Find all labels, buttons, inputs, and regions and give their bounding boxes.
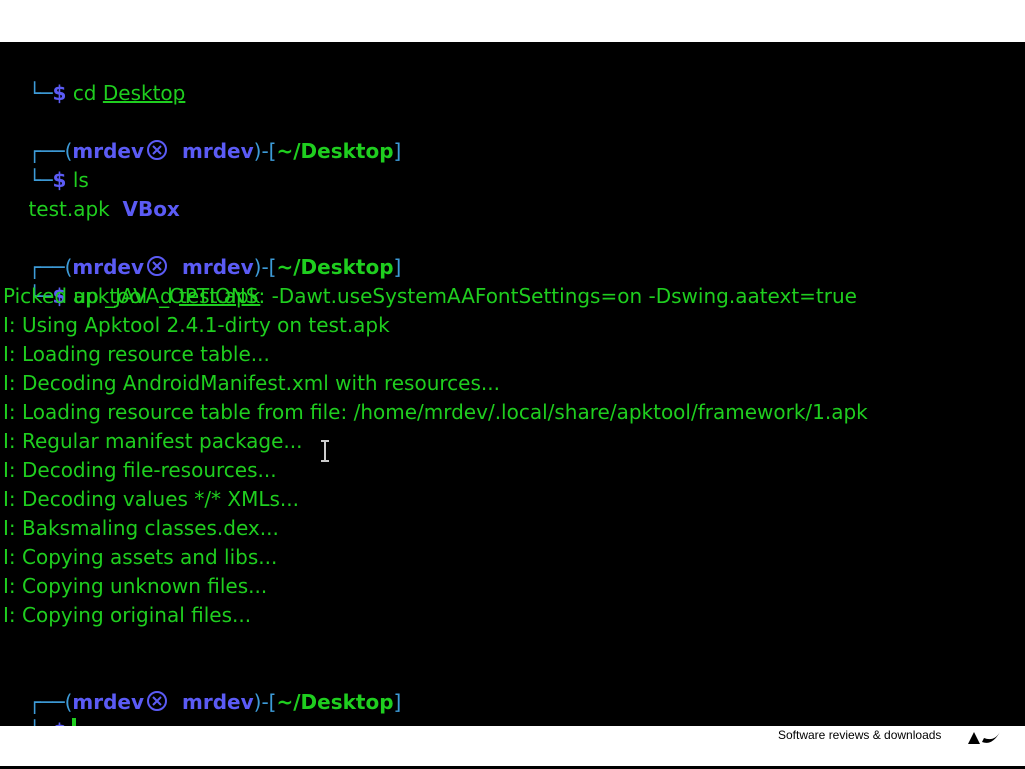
- output-line: I: Decoding file-resources...: [3, 458, 277, 482]
- prompt-dollar: $: [52, 284, 67, 308]
- prompt-user: mrdev: [72, 255, 144, 279]
- skull-icon: [147, 691, 167, 711]
- output-line: I: Loading resource table from file: /ho…: [3, 400, 868, 424]
- command-flag: d: [159, 284, 173, 308]
- prompt-path: ~/Desktop: [276, 139, 394, 163]
- active-command-line[interactable]: └─$: [3, 688, 77, 726]
- tree-top: ┌──: [28, 255, 65, 279]
- bottom-border: [0, 766, 1025, 769]
- prompt-path: ~/Desktop: [276, 690, 394, 714]
- command-line-ls: └─$ ls: [3, 137, 88, 192]
- prompt-host: mrdev: [182, 690, 254, 714]
- watermark-tagline: Software reviews & downloads: [778, 728, 942, 742]
- command-arg: test.apk: [179, 284, 261, 308]
- output-line: I: Decoding AndroidManifest.xml with res…: [3, 371, 500, 395]
- skull-icon: [147, 140, 167, 160]
- command-name: apktool: [72, 284, 148, 308]
- output-line: I: Decoding values */* XMLs...: [3, 487, 300, 511]
- tree-top: ┌──: [28, 690, 65, 714]
- output-line: I: Copying unknown files...: [3, 574, 268, 598]
- command-name: cd: [72, 81, 97, 105]
- prompt-dollar: $: [52, 168, 67, 192]
- command-line-apktool: └─$ apktool d test.apk: [3, 253, 260, 308]
- command-name: ls: [72, 168, 89, 192]
- prompt-dollar: $: [53, 719, 67, 726]
- text-cursor: [72, 718, 77, 726]
- prompt-user: mrdev: [72, 690, 144, 714]
- output-line: I: Using Apktool 2.4.1-dirty on test.apk: [3, 313, 390, 337]
- tree-top: ┌──: [28, 139, 65, 163]
- output-line: I: Baksmaling classes.dex...: [3, 516, 279, 540]
- output-line: I: Copying original files...: [3, 603, 252, 627]
- command-arg: Desktop: [102, 81, 186, 105]
- prompt-path: ~/Desktop: [276, 255, 394, 279]
- ls-output: test.apk VBox: [3, 166, 179, 221]
- tree-bottom: └─: [28, 284, 53, 308]
- tree-bottom: └─: [28, 719, 52, 726]
- text-ibeam-icon: [321, 440, 329, 462]
- prompt-dollar: $: [52, 81, 67, 105]
- prompt-user: mrdev: [72, 139, 144, 163]
- dir-entry: VBox: [122, 197, 180, 221]
- file-entry: test.apk: [28, 197, 110, 221]
- skull-icon: [147, 256, 167, 276]
- tree-bottom: └─: [28, 81, 53, 105]
- prompt-host: mrdev: [182, 255, 254, 279]
- prompt-host: mrdev: [182, 139, 254, 163]
- command-line-cd: └─$ cd Desktop: [3, 50, 185, 105]
- output-line: I: Copying assets and libs...: [3, 545, 278, 569]
- output-line: Picked up _JAVA_OPTIONS: -Dawt.useSystem…: [3, 284, 857, 308]
- watermark-logo-icon: [968, 732, 1000, 744]
- tree-bottom: └─: [28, 168, 53, 192]
- output-line: I: Loading resource table...: [3, 342, 270, 366]
- output-line: I: Regular manifest package...: [3, 429, 303, 453]
